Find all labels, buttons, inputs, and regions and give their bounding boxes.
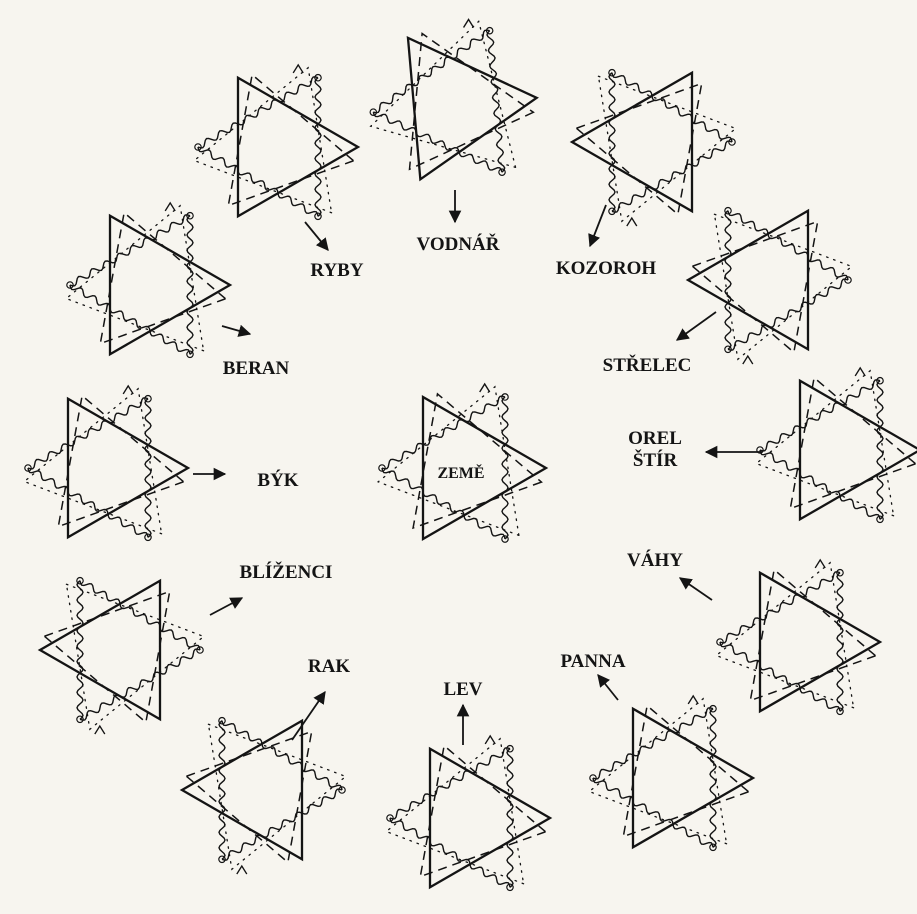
caret-mark [95,726,105,734]
star-panna [589,696,753,851]
star-kozoroh [572,70,736,227]
wavy-edge [373,30,489,113]
label-vahy: VÁHY [627,549,683,571]
label-strelec: STŘELEC [603,354,692,376]
label-blizenci: BLÍŽENCI [240,561,333,583]
wavy-edge [507,749,513,888]
caret-mark [237,866,247,874]
star-vodnar [370,19,537,179]
label-panna: PANNA [560,651,625,672]
star-byk [24,386,188,541]
solid-triangle [633,709,753,848]
dashed-triangle [409,33,533,169]
solid-triangle [688,211,808,350]
solid-triangle [68,399,188,538]
wavy-edge [187,216,193,355]
caret-mark [688,696,698,704]
star-ryby [194,65,358,220]
star-vahy [716,560,880,715]
arrow-rak [292,692,325,740]
star-strelec [688,208,852,365]
wavy-edge [77,581,83,720]
star-orel_stir [756,368,917,523]
star-center [378,384,546,542]
arrow-ryby [305,222,328,250]
arrow-strelec [677,312,716,340]
star-lev [386,736,550,891]
caret-mark [165,203,175,211]
caret-mark [123,386,133,394]
caret-mark [293,65,303,73]
wavy-edge [877,381,883,520]
caret-mark [480,384,490,392]
solid-triangle [430,749,550,888]
arrow-blizenci [210,598,242,615]
label-byk: BÝK [257,469,298,491]
label-center: ZEMĚ [437,463,484,482]
wavy-edge [609,73,615,212]
star-beran [66,203,230,358]
arrow-vahy [680,578,712,600]
wavy-edge [502,397,508,539]
arrow-kozoroh [590,205,606,246]
label-beran: BERAN [223,358,290,379]
solid-triangle [408,38,537,179]
wavy-edge [837,573,843,712]
caret-mark [464,19,474,27]
solid-triangle [238,78,358,217]
arrow-panna [598,675,618,700]
wavy-edge [315,78,321,217]
star-blizenci [40,578,204,735]
star-rak [182,718,346,875]
wavy-edge [487,31,505,173]
caret-mark [627,218,637,226]
solid-triangle [572,73,692,212]
solid-triangle [760,573,880,712]
label-kozoroh: KOZOROH [556,258,657,279]
label-lev: LEV [443,679,482,700]
caret-mark [743,356,753,364]
label-vodnar: VODNÁŘ [416,233,499,255]
wavy-edge [219,721,225,860]
wavy-edge [710,709,716,848]
label-rak: RAK [308,656,350,677]
wavy-edge [145,399,151,538]
wavy-edge [725,211,731,350]
solid-triangle [110,216,230,355]
solid-triangle [182,721,302,860]
caret-mark [485,736,495,744]
wavy-edge [373,112,502,172]
caret-mark [815,560,825,568]
caret-mark [855,368,865,376]
label-ryby: RYBY [310,260,363,281]
arrow-beran [222,326,250,334]
solid-triangle [40,581,160,720]
